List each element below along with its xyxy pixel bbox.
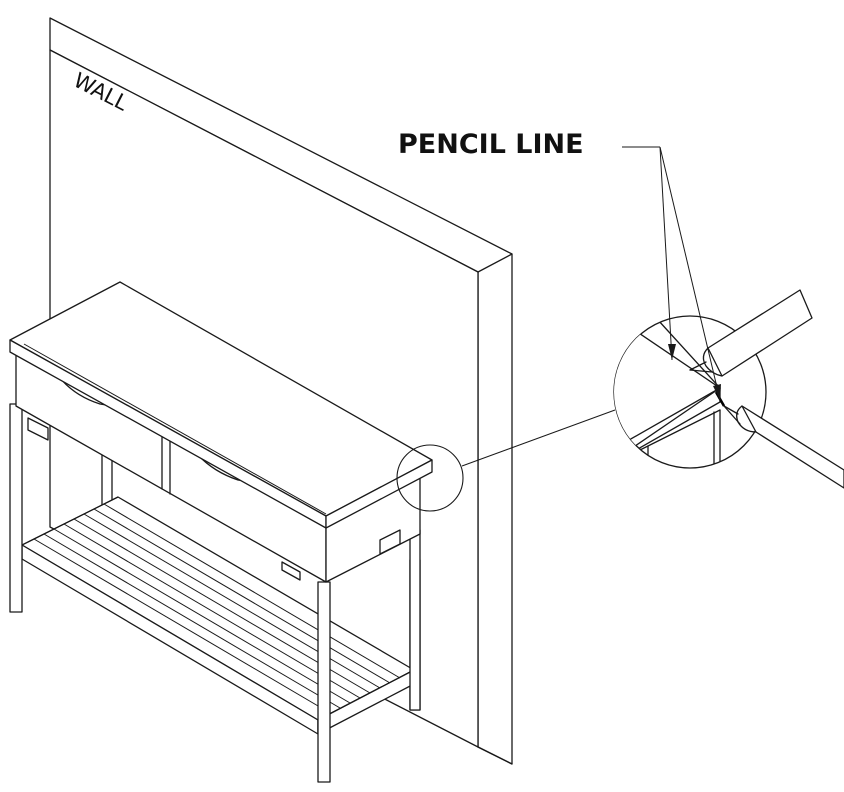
pencil-lower	[723, 405, 844, 489]
drawer-box	[15, 349, 421, 583]
pencil-upper	[689, 289, 813, 377]
detail-view	[613, 315, 767, 469]
console-table	[9, 281, 433, 783]
callout-leader-line	[461, 409, 616, 467]
tabletop	[9, 281, 433, 529]
front-legs	[9, 403, 421, 783]
detail-callout-circle	[396, 444, 464, 512]
pencil-line-leaders	[622, 146, 721, 401]
pencil-line-label: PENCIL LINE	[398, 129, 584, 160]
